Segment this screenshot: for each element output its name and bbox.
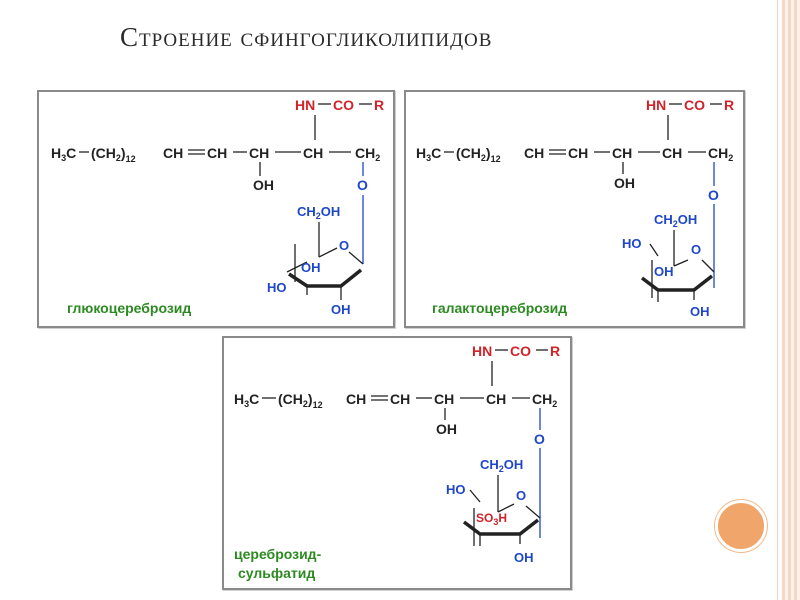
glucocerebroside-structure: HN CO R H3C (CH2)12 CH CH CH CH CH2 OH O…: [51, 97, 384, 317]
svg-text:CH2OH: CH2OH: [654, 212, 697, 229]
svg-text:O: O: [708, 187, 719, 203]
svg-text:O: O: [516, 488, 526, 503]
svg-text:OH: OH: [654, 264, 674, 279]
svg-text:CO: CO: [333, 97, 354, 113]
svg-text:OH: OH: [436, 421, 457, 437]
svg-text:CH2OH: CH2OH: [297, 204, 340, 221]
label-sulfatide-line2: сульфатид: [238, 565, 315, 581]
svg-text:CH: CH: [524, 145, 544, 161]
svg-text:HN: HN: [646, 97, 666, 113]
svg-text:(CH2)12: (CH2)12: [91, 145, 136, 164]
svg-text:OH: OH: [614, 175, 635, 191]
svg-text:CH: CH: [434, 391, 454, 407]
svg-text:O: O: [339, 238, 349, 253]
svg-text:CO: CO: [510, 343, 531, 359]
label-galactocerebroside: галактоцереброзид: [432, 300, 567, 316]
svg-text:HO: HO: [446, 482, 466, 497]
svg-text:CH2: CH2: [708, 145, 733, 163]
svg-text:R: R: [550, 343, 560, 359]
label-sulfatide-line1: цереброзид-: [234, 546, 322, 562]
svg-text:H3C: H3C: [234, 391, 259, 409]
svg-text:CH: CH: [662, 145, 682, 161]
svg-text:CH2OH: CH2OH: [480, 457, 523, 474]
svg-text:CH: CH: [568, 145, 588, 161]
svg-text:OH: OH: [690, 304, 710, 319]
svg-text:CH2: CH2: [532, 391, 557, 409]
svg-text:O: O: [691, 242, 701, 257]
label-glucocerebroside: глюкоцереброзид: [67, 300, 191, 316]
svg-text:SO3H: SO3H: [476, 511, 507, 527]
svg-text:HO: HO: [267, 280, 287, 295]
panel-sulfatide: HN CO R H3C (CH2)12 CH CH CH CH CH2 OH O…: [222, 336, 572, 590]
panel-galactocerebroside: HN CO R H3C (CH2)12 CH CH CH CH CH2 OH O…: [404, 90, 745, 328]
svg-text:O: O: [534, 431, 545, 447]
svg-text:CH2: CH2: [355, 145, 380, 163]
svg-text:CH: CH: [249, 145, 269, 161]
svg-text:OH: OH: [253, 177, 274, 193]
svg-text:O: O: [357, 177, 368, 193]
svg-text:HN: HN: [295, 97, 315, 113]
decorative-circle: [715, 500, 767, 552]
svg-text:R: R: [374, 97, 384, 113]
svg-text:CH: CH: [346, 391, 366, 407]
svg-text:OH: OH: [301, 260, 321, 275]
decorative-stripe-border: [777, 0, 782, 600]
svg-text:HN: HN: [472, 343, 492, 359]
svg-text:H3C: H3C: [416, 145, 441, 163]
svg-text:OH: OH: [331, 302, 351, 317]
panel-glucocerebroside: HN CO R H3C (CH2)12 CH CH CH CH CH2 OH O…: [37, 90, 395, 328]
svg-text:OH: OH: [514, 550, 534, 565]
svg-text:H3C: H3C: [51, 145, 76, 163]
sulfatide-structure: HN CO R H3C (CH2)12 CH CH CH CH CH2 OH O…: [234, 343, 560, 581]
svg-text:(CH2)12: (CH2)12: [456, 145, 501, 164]
svg-text:CH: CH: [486, 391, 506, 407]
svg-text:CH: CH: [612, 145, 632, 161]
slide-title: Строение сфингогликолипидов: [120, 22, 493, 52]
galactocerebroside-structure: HN CO R H3C (CH2)12 CH CH CH CH CH2 OH O…: [416, 97, 734, 319]
svg-text:CH: CH: [207, 145, 227, 161]
svg-text:CH: CH: [390, 391, 410, 407]
decorative-stripe: [782, 0, 800, 600]
svg-text:CH: CH: [163, 145, 183, 161]
svg-text:HO: HO: [622, 236, 642, 251]
svg-text:CH: CH: [303, 145, 323, 161]
svg-text:CO: CO: [684, 97, 705, 113]
svg-text:(CH2)12: (CH2)12: [278, 391, 323, 410]
svg-text:R: R: [724, 97, 734, 113]
